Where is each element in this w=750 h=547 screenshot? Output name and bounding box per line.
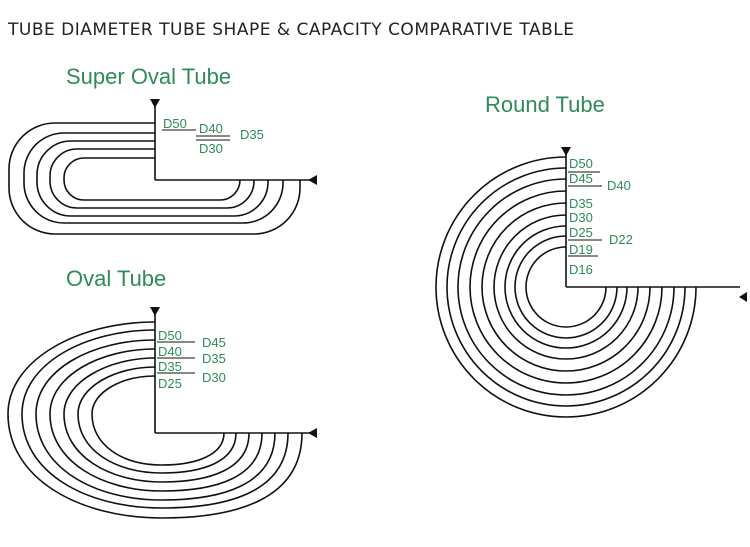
super-oval-diagram: D50 D40 D35 D30 — [8, 99, 317, 235]
round-ring-d25 — [493, 214, 639, 360]
oval-ring-d30 — [77, 366, 237, 474]
oval-ring-d35 — [49, 348, 263, 492]
super-oval-ring-d30 — [49, 148, 255, 209]
round-diagram: D50 D45 D40 D35 D30 D25 D22 D19 D16 — [435, 147, 747, 418]
oval-label-d35-right: D35 — [202, 351, 226, 366]
oval-label-d30: D30 — [202, 370, 226, 385]
round-ring-d22 — [504, 225, 628, 349]
round-ring-d45 — [446, 167, 686, 407]
round-label-d40: D40 — [607, 178, 631, 193]
round-ring-d16 — [525, 246, 607, 328]
oval-top-arrow-icon — [150, 307, 160, 316]
round-label-d50: D50 — [569, 156, 593, 171]
round-right-arrow-icon — [739, 292, 747, 302]
round-ring-d30 — [481, 202, 651, 372]
oval-ring-d35b — [63, 357, 250, 483]
super-oval-label-d30: D30 — [199, 141, 223, 156]
super-oval-label-d35: D35 — [240, 127, 264, 142]
page-title: TUBE DIAMETER TUBE SHAPE & CAPACITY COMP… — [8, 20, 575, 40]
oval-diagram: D50 D45 D40 D35 D35 D30 D25 — [7, 307, 317, 519]
super-oval-ring-d40 — [23, 132, 284, 224]
super-oval-ring-d50 — [8, 122, 301, 235]
oval-label-d25: D25 — [158, 376, 182, 391]
oval-label-d35-left: D35 — [158, 359, 182, 374]
super-oval-top-arrow-icon — [150, 99, 160, 108]
super-oval-right-arrow-icon — [308, 175, 317, 185]
super-oval-ring-d35 — [36, 140, 269, 217]
round-label-d35: D35 — [569, 196, 593, 211]
round-title: Round Tube — [485, 92, 605, 117]
oval-ring-d25 — [91, 375, 225, 466]
round-ring-d19 — [514, 235, 618, 339]
super-oval-label-d50: D50 — [163, 116, 187, 131]
oval-ring-d45 — [21, 329, 289, 509]
round-ring-d35 — [469, 190, 663, 384]
round-label-d19: D19 — [569, 242, 593, 257]
round-top-arrow-icon — [561, 147, 571, 156]
round-ring-d50 — [435, 156, 697, 418]
super-oval-label-d40: D40 — [199, 121, 223, 136]
oval-title: Oval Tube — [66, 266, 167, 291]
oval-ring-d40 — [35, 339, 276, 501]
oval-label-d45: D45 — [202, 335, 226, 350]
super-oval-ring-inner — [63, 157, 241, 201]
super-oval-title: Super Oval Tube — [66, 64, 232, 89]
oval-ring-d50 — [7, 321, 303, 519]
round-label-d16: D16 — [569, 262, 593, 277]
oval-label-d50: D50 — [158, 328, 182, 343]
round-label-d30: D30 — [569, 210, 593, 225]
round-label-d22: D22 — [609, 232, 633, 247]
round-ring-d40 — [457, 178, 675, 396]
oval-right-arrow-icon — [308, 428, 317, 438]
round-label-d45: D45 — [569, 171, 593, 186]
oval-label-d40: D40 — [158, 344, 182, 359]
round-label-d25: D25 — [569, 225, 593, 240]
